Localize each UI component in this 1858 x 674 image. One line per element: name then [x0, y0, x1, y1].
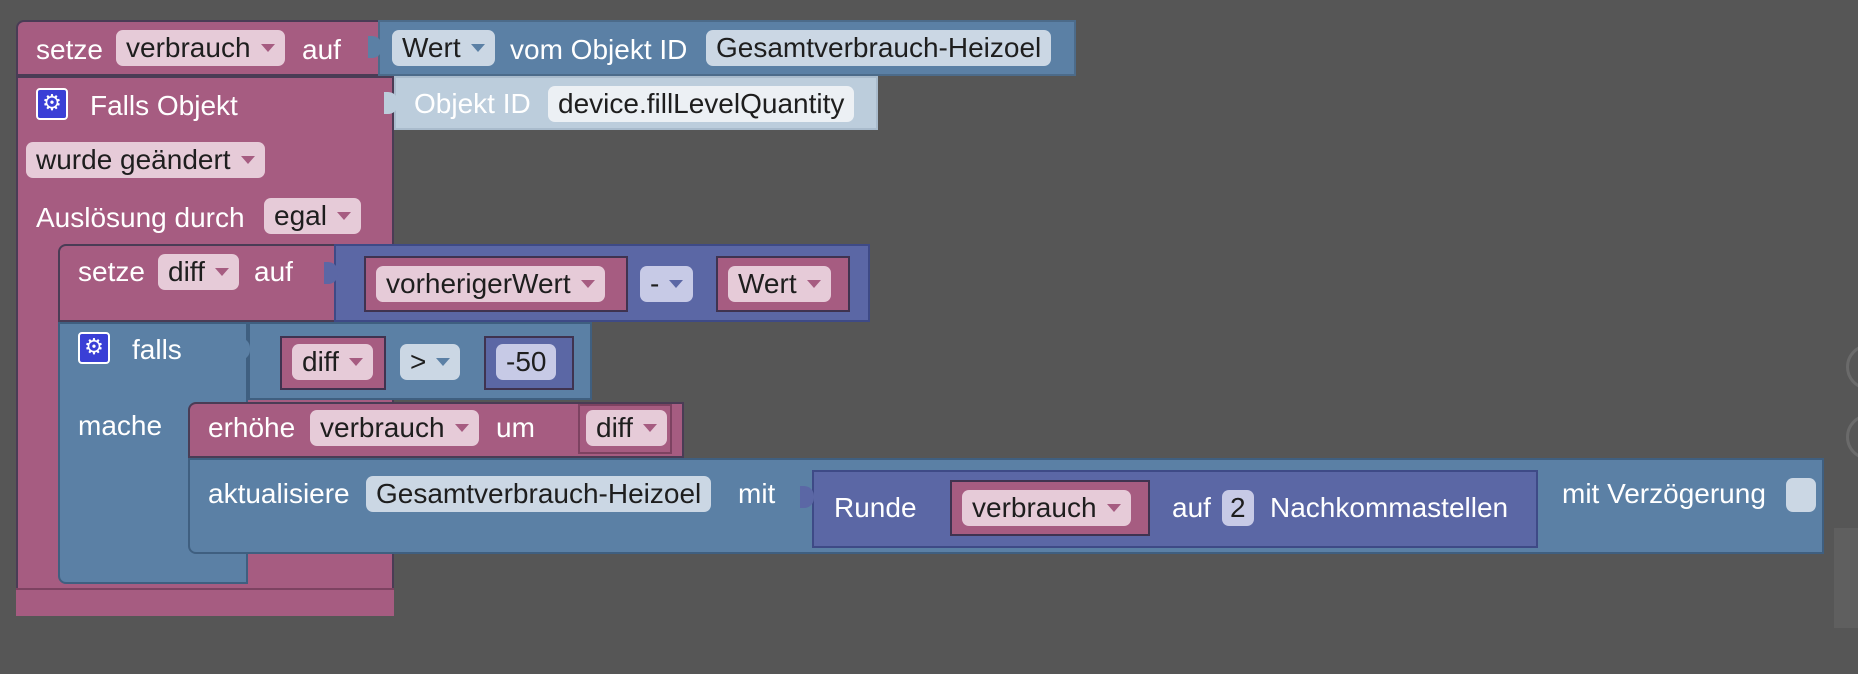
gear-icon[interactable]: ⚙: [78, 332, 110, 364]
chevron-down-icon: [454, 423, 469, 432]
comparison-operator-label: >: [410, 346, 427, 377]
condition-label: wurde geändert: [36, 144, 231, 175]
update-object-value: Gesamtverbrauch-Heizoel: [376, 478, 702, 509]
setze-verbrauch-block[interactable]: [16, 20, 386, 76]
setze-keyword: setze: [36, 34, 103, 65]
wert-var-dropdown[interactable]: Wert: [728, 266, 831, 302]
increment-amount-dropdown[interactable]: diff: [586, 410, 667, 446]
chevron-down-icon: [1106, 503, 1121, 512]
minus-operator-label: -: [650, 268, 660, 299]
chevron-down-icon: [806, 279, 821, 288]
auf-label: auf: [302, 34, 341, 65]
vom-objekt-id-label: vom Objekt ID: [510, 34, 688, 65]
mit-label: mit: [738, 478, 776, 509]
chevron-down-icon: [336, 211, 351, 220]
wert-dropdown[interactable]: Wert: [392, 30, 495, 66]
verbrauch-variable-label: verbrauch: [126, 32, 251, 63]
aktualisiere-keyword: aktualisiere: [208, 478, 350, 509]
diff-left-dropdown[interactable]: diff: [292, 344, 373, 380]
chevron-down-icon: [214, 267, 229, 276]
round-variable-label: verbrauch: [972, 492, 1097, 523]
verbrauch-variable-dropdown[interactable]: verbrauch: [116, 30, 285, 66]
puzzle-connector: [324, 262, 338, 284]
wert-label: Wert: [402, 32, 461, 63]
gear-icon[interactable]: ⚙: [36, 88, 68, 120]
falls-label: falls: [132, 334, 182, 365]
puzzle-connector: [384, 92, 398, 114]
puzzle-connector: [368, 36, 382, 58]
number-field[interactable]: -50: [496, 344, 557, 380]
update-object-field[interactable]: Gesamtverbrauch-Heizoel: [366, 476, 712, 512]
setze-diff-keyword: setze: [78, 256, 145, 287]
chevron-down-icon: [669, 279, 684, 288]
puzzle-connector: [236, 338, 250, 360]
round-variable-dropdown[interactable]: verbrauch: [962, 490, 1131, 526]
zoom-control-icon[interactable]: [1846, 414, 1858, 460]
decimals-value: 2: [1230, 492, 1246, 523]
diff-auf-label: auf: [254, 256, 293, 287]
condition-dropdown[interactable]: wurde geändert: [26, 142, 265, 178]
um-label: um: [496, 412, 535, 443]
diff-variable-label: diff: [168, 256, 205, 287]
chevron-down-icon: [436, 357, 451, 366]
object-id-field[interactable]: Gesamtverbrauch-Heizoel: [706, 30, 1052, 66]
objekt-id-input[interactable]: device.fillLevelQuantity: [548, 86, 855, 122]
vorherigerwert-label: vorherigerWert: [386, 268, 571, 299]
ausloesung-label: Auslösung durch: [36, 202, 245, 233]
ausloesung-dropdown[interactable]: egal: [264, 198, 361, 234]
wert-var-label: Wert: [738, 268, 797, 299]
diff-left-label: diff: [302, 346, 339, 377]
object-id-value: Gesamtverbrauch-Heizoel: [716, 32, 1042, 63]
round-auf-label: auf: [1172, 492, 1211, 523]
nachkommastellen-label: Nachkommastellen: [1270, 492, 1509, 523]
trash-icon[interactable]: [1834, 528, 1858, 628]
decimals-field[interactable]: 2: [1222, 490, 1254, 526]
falls-objekt-label: Falls Objekt: [90, 90, 238, 121]
delay-checkbox[interactable]: [1786, 478, 1816, 512]
chevron-down-icon: [240, 155, 255, 164]
puzzle-connector: [800, 486, 814, 508]
increment-variable-dropdown[interactable]: verbrauch: [310, 410, 479, 446]
round-block[interactable]: [812, 470, 1538, 548]
objekt-id-label: Objekt ID: [414, 88, 531, 119]
comparison-operator-dropdown[interactable]: >: [400, 344, 461, 380]
chevron-down-icon: [348, 357, 363, 366]
runde-label: Runde: [834, 492, 917, 523]
chevron-down-icon: [260, 43, 275, 52]
increment-variable-label: verbrauch: [320, 412, 445, 443]
minus-operator-dropdown[interactable]: -: [640, 266, 694, 302]
chevron-down-icon: [470, 43, 485, 52]
diff-variable-dropdown[interactable]: diff: [158, 254, 239, 290]
increment-amount-label: diff: [596, 412, 633, 443]
ausloesung-value: egal: [274, 200, 327, 231]
chevron-down-icon: [580, 279, 595, 288]
vorherigerwert-dropdown[interactable]: vorherigerWert: [376, 266, 605, 302]
objekt-id-input-value: device.fillLevelQuantity: [558, 88, 845, 119]
mache-label: mache: [78, 410, 163, 441]
trigger-block-bottom: [16, 588, 394, 616]
zoom-control-icon[interactable]: [1846, 344, 1858, 390]
chevron-down-icon: [642, 423, 657, 432]
mit-verzoegerung-label: mit Verzögerung: [1562, 478, 1766, 509]
erhoehe-keyword: erhöhe: [208, 412, 296, 443]
number-value: -50: [506, 346, 547, 377]
